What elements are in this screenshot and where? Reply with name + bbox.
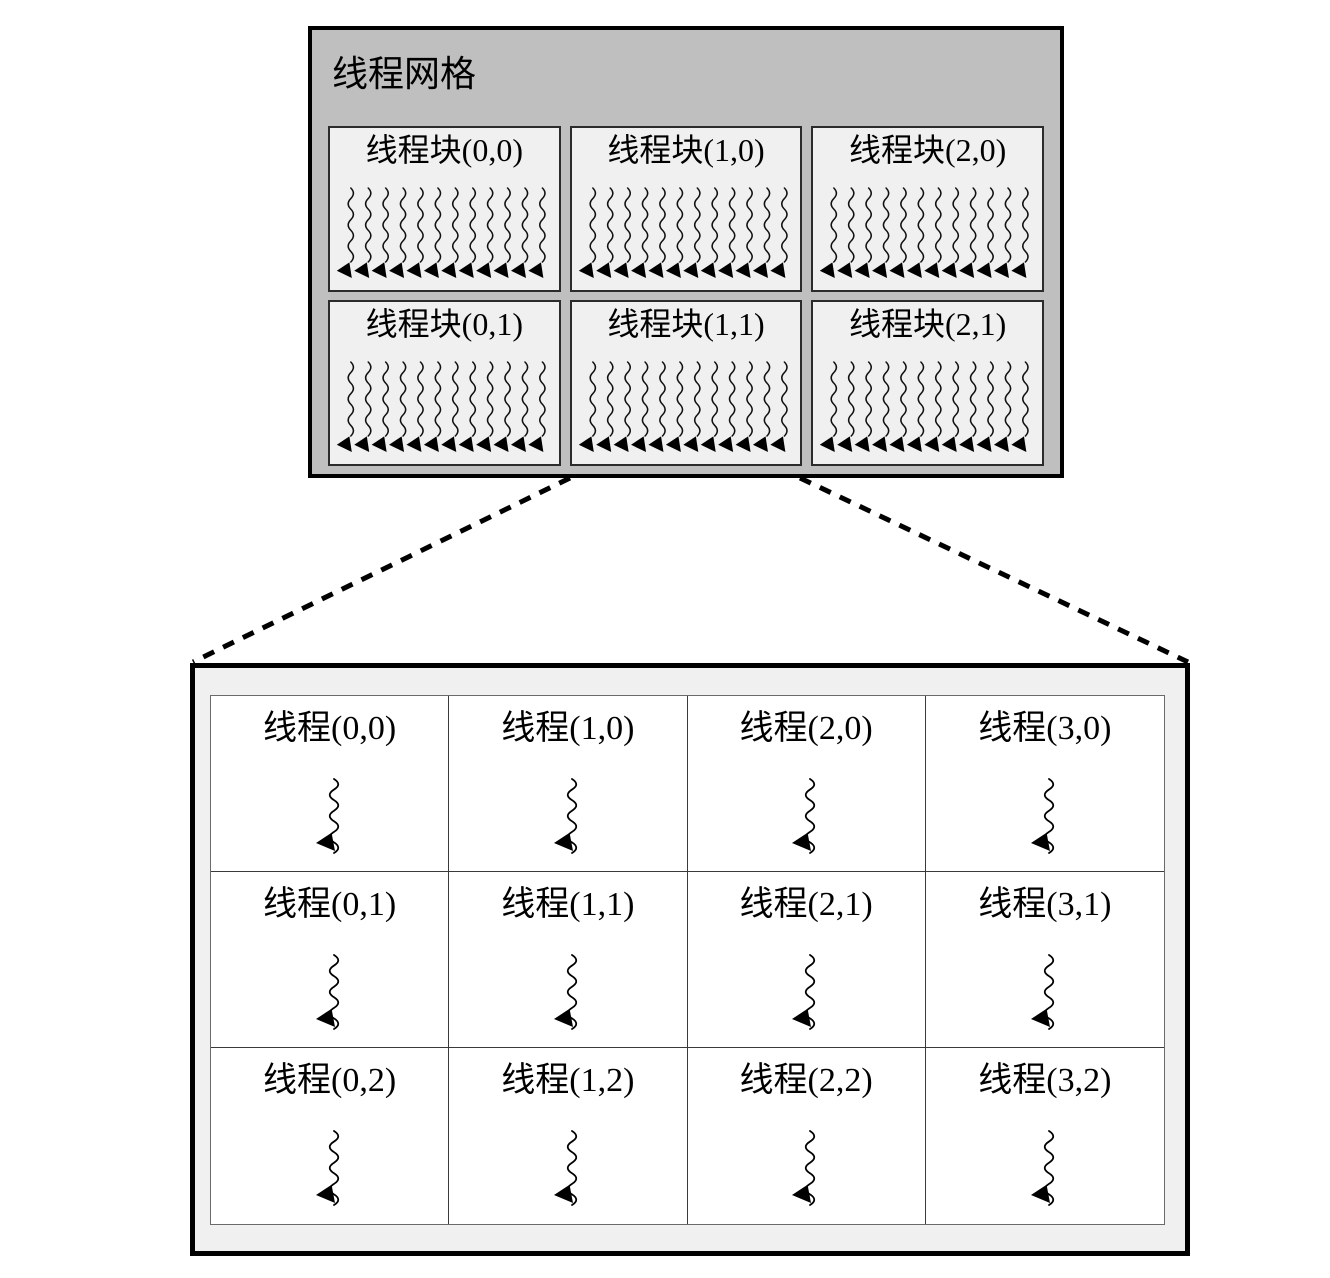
squiggle-arrow-icon [304,778,356,868]
thread-label: 线程(0,0) [263,710,397,747]
thread-block-label: 线程块(1,1) [607,306,765,342]
thread-cell[interactable]: 线程(3,1) [925,872,1164,1048]
thread-cell[interactable]: 线程(3,2) [925,1048,1164,1224]
squiggle-arrow-icon [1019,954,1071,1044]
thread-block-label: 线程块(2,1) [849,306,1007,342]
grid-title: 线程网格 [332,54,477,94]
squiggle-arrow-icon [780,1130,832,1220]
thread-block-label: 线程块(2,0) [849,132,1007,168]
thread-label: 线程(1,0) [501,710,635,747]
squiggle-arrow-icon [1019,778,1071,868]
squiggle-arrow-icon [304,954,356,1044]
thread-cell[interactable]: 线程(2,0) [687,696,926,872]
thread-blocks-container: 线程块(0,0) 线程块(1,0) 线程块(2,0) 线程块(0,1) 线程块(… [328,126,1044,466]
squiggle-arrow-icon [780,954,832,1044]
squiggle-arrow-icon [304,1130,356,1220]
thread-block[interactable]: 线程块(0,0) [328,126,561,292]
warp-waves [813,186,1042,282]
thread-table: 线程(0,0) 线程(1,0) 线程(2,0) 线程(3,0) 线程(0,1) … [210,695,1165,1225]
thread-label: 线程(1,2) [501,1062,635,1099]
thread-block[interactable]: 线程块(1,1) [569,300,803,466]
warp-waves [813,360,1042,456]
thread-label: 线程(2,1) [739,886,873,923]
squiggle-arrow-icon [542,1130,594,1220]
thread-cell[interactable]: 线程(1,0) [449,696,688,872]
warp-waves [572,186,801,282]
thread-label: 线程(0,1) [263,886,397,923]
thread-block-label: 线程块(1,0) [607,132,765,168]
thread-cell[interactable]: 线程(0,0) [211,696,450,872]
squiggle-arrow-icon [1019,1130,1071,1220]
connector-line-left [191,475,572,665]
thread-label: 线程(2,2) [739,1062,873,1099]
squiggle-arrow-icon [542,778,594,868]
thread-cell[interactable]: 线程(2,1) [687,872,926,1048]
thread-block[interactable]: 线程块(2,0) [811,126,1044,292]
thread-cell[interactable]: 线程(0,1) [211,872,450,1048]
warp-waves [572,360,801,456]
warp-waves [330,360,559,456]
thread-label: 线程(2,0) [739,710,873,747]
thread-block[interactable]: 线程块(0,1) [328,300,561,466]
squiggle-arrow-icon [780,778,832,868]
thread-cell[interactable]: 线程(3,0) [925,696,1164,872]
thread-label: 线程(3,1) [978,886,1112,923]
thread-label: 线程(0,2) [263,1062,397,1099]
thread-block[interactable]: 线程块(2,1) [811,300,1044,466]
thread-cell[interactable]: 线程(2,2) [687,1048,926,1224]
connector-line-right [798,475,1190,665]
thread-detail-panel: 线程(0,0) 线程(1,0) 线程(2,0) 线程(3,0) 线程(0,1) … [190,663,1190,1256]
warp-waves [330,186,559,282]
thread-grid-panel: 线程网格 线程块(0,0) 线程块(1,0) 线程块(2,0) 线程块(0,1)… [308,26,1064,478]
thread-block-label: 线程块(0,0) [365,132,523,168]
thread-label: 线程(3,2) [978,1062,1112,1099]
thread-block[interactable]: 线程块(1,0) [569,126,803,292]
thread-cell[interactable]: 线程(0,2) [211,1048,450,1224]
thread-block-label: 线程块(0,1) [365,306,523,342]
thread-cell[interactable]: 线程(1,2) [449,1048,688,1224]
squiggle-arrow-icon [542,954,594,1044]
thread-cell[interactable]: 线程(1,1) [449,872,688,1048]
thread-label: 线程(3,0) [978,710,1112,747]
thread-label: 线程(1,1) [501,886,635,923]
